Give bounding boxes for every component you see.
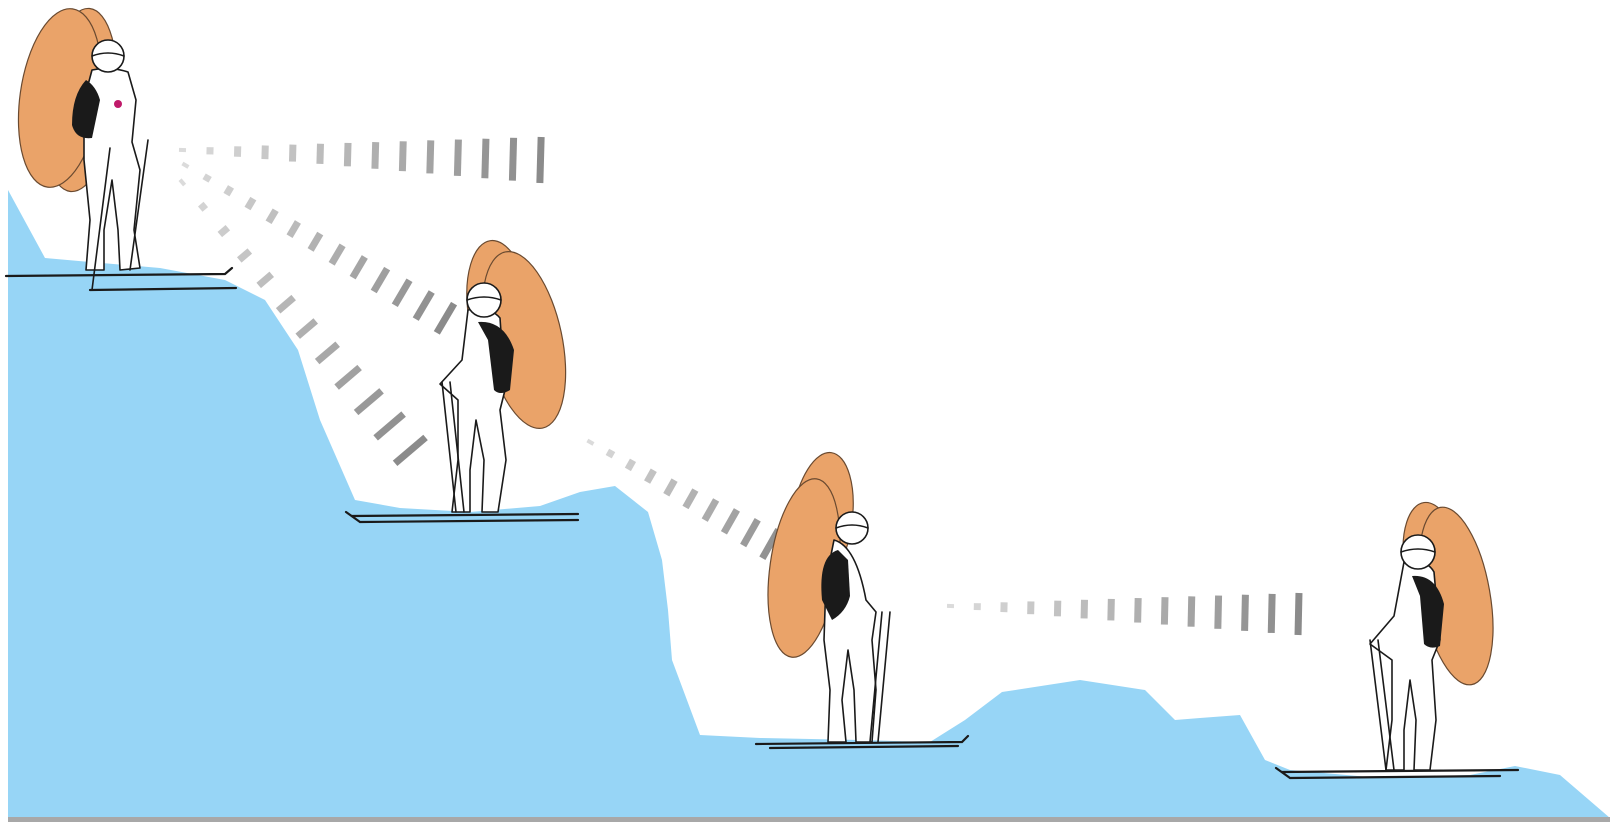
signal-mark bbox=[236, 248, 253, 263]
signal-mark bbox=[1134, 598, 1142, 623]
ski-pole bbox=[1369, 639, 1395, 771]
signal-mark bbox=[256, 271, 275, 289]
signal-diagonal-lower bbox=[178, 178, 428, 467]
signal-mark bbox=[1214, 595, 1223, 629]
signal-mark bbox=[223, 185, 235, 197]
skier-head bbox=[466, 282, 502, 318]
skier-head bbox=[1400, 534, 1436, 570]
signal-mark bbox=[644, 468, 657, 484]
ski bbox=[4, 266, 238, 292]
backpack-icon bbox=[478, 321, 514, 393]
signal-mark bbox=[481, 138, 490, 179]
beacon-light-icon bbox=[114, 100, 122, 108]
signal-mark bbox=[370, 266, 391, 294]
signal-diagonal-upper bbox=[181, 161, 458, 335]
signal-mark bbox=[261, 145, 269, 160]
skier-4 bbox=[1274, 501, 1520, 780]
signal-mark bbox=[433, 301, 458, 335]
signal-mark bbox=[206, 147, 214, 155]
signal-mark bbox=[682, 488, 699, 510]
signal-mark bbox=[373, 411, 406, 441]
signal-mark bbox=[740, 518, 761, 548]
skier-head bbox=[91, 39, 125, 73]
signal-mark bbox=[178, 178, 187, 187]
signal-mark bbox=[1241, 594, 1249, 631]
signal-mark bbox=[973, 603, 981, 611]
signal-mark bbox=[314, 341, 340, 365]
backpack-icon bbox=[821, 550, 850, 620]
signal-mark bbox=[1080, 599, 1089, 619]
ski bbox=[754, 734, 970, 750]
signal-mark bbox=[605, 448, 616, 459]
signal-mark bbox=[508, 137, 518, 181]
signal-mark bbox=[1267, 593, 1276, 634]
signal-mark bbox=[202, 173, 212, 183]
backpack-icon bbox=[72, 80, 100, 139]
signal-mark bbox=[536, 136, 545, 184]
signal-mark bbox=[349, 255, 368, 280]
signal-mark bbox=[412, 290, 435, 321]
backpack-icon bbox=[1412, 575, 1444, 648]
signal-mark bbox=[178, 147, 187, 153]
signal-mark bbox=[197, 201, 209, 212]
signal-mark bbox=[1053, 600, 1062, 617]
signal-mark bbox=[720, 508, 740, 535]
skier-head bbox=[835, 511, 869, 545]
signal-mark bbox=[663, 478, 678, 497]
signal-mark bbox=[217, 224, 231, 238]
helmet-line bbox=[91, 52, 125, 57]
signal-mark bbox=[1107, 598, 1115, 621]
signal-mark bbox=[233, 146, 242, 157]
signal-mark bbox=[181, 161, 190, 169]
signal-mark bbox=[334, 364, 362, 390]
signal-mark bbox=[275, 294, 296, 314]
signal-mark bbox=[701, 498, 720, 522]
signal-mark bbox=[1187, 596, 1196, 627]
helmet-line bbox=[835, 524, 869, 529]
ski bbox=[1274, 766, 1520, 780]
signal-mark bbox=[286, 220, 301, 238]
ski bbox=[344, 510, 580, 524]
snow-slope bbox=[8, 190, 1610, 818]
signal-mark bbox=[398, 141, 407, 172]
signal-mark bbox=[307, 231, 324, 252]
skier-2 bbox=[344, 239, 580, 524]
signal-mark bbox=[316, 143, 324, 164]
signal-mark bbox=[1000, 602, 1008, 613]
ski-pole bbox=[441, 381, 465, 513]
signal-horizontal-3 bbox=[946, 592, 1303, 636]
helmet-line bbox=[1400, 548, 1436, 553]
signal-mark bbox=[1160, 597, 1169, 625]
signal-mark bbox=[1294, 592, 1303, 636]
ground-line bbox=[8, 817, 1610, 822]
signal-mark bbox=[353, 388, 384, 416]
signal-mark bbox=[265, 208, 279, 225]
skier-3 bbox=[754, 451, 970, 750]
signal-mark bbox=[624, 458, 637, 472]
signal-mark bbox=[371, 142, 380, 169]
signal-mark bbox=[244, 196, 257, 211]
signal-mark bbox=[586, 438, 595, 446]
signal-mark bbox=[946, 603, 955, 609]
signal-mark bbox=[288, 144, 297, 162]
signal-mark bbox=[1027, 601, 1035, 615]
signal-horizontal-1 bbox=[178, 136, 545, 184]
helmet-line bbox=[466, 296, 502, 301]
ski-pole bbox=[869, 611, 891, 743]
signal-mark bbox=[295, 318, 318, 339]
signal-mark bbox=[453, 139, 462, 176]
ski-pole bbox=[91, 139, 149, 291]
signal-mark bbox=[328, 243, 346, 266]
signal-mark bbox=[392, 434, 428, 467]
signal-mark bbox=[426, 140, 435, 174]
signal-mark bbox=[343, 142, 352, 167]
signal-mark bbox=[391, 278, 413, 308]
skier-1 bbox=[4, 7, 238, 292]
